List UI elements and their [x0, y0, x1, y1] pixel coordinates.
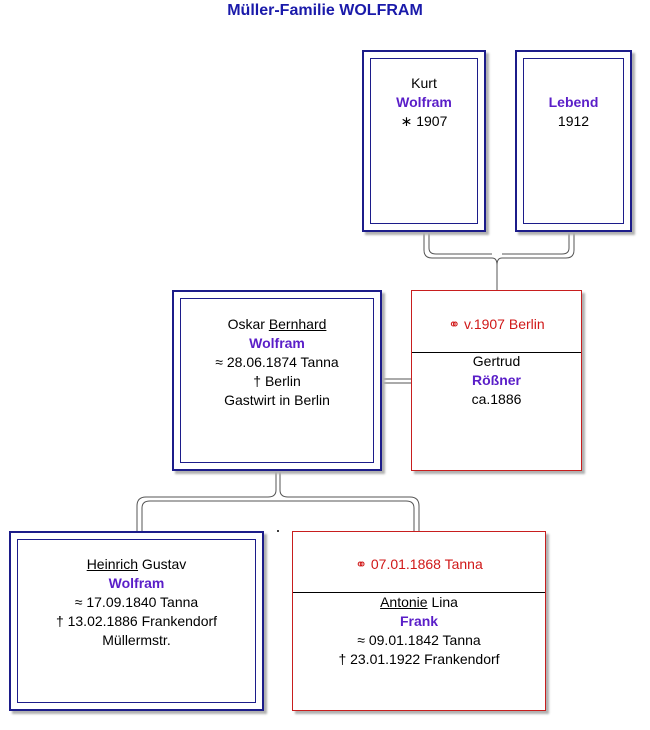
person-occupation: Gastwirt in Berlin	[224, 392, 330, 408]
marriage-date-place: 07.01.1868 Tanna	[370, 556, 483, 572]
person-given-name: Antonie Lina	[293, 593, 545, 612]
marriage-divider	[412, 352, 581, 353]
given-call: Bernhard	[268, 316, 327, 332]
person-occupation: Müllermstr.	[102, 632, 171, 648]
person-birth: ca.1886	[471, 391, 522, 407]
person-birth-year: 1912	[557, 113, 590, 129]
marriage-info: ⚭ 07.01.1868 Tanna	[293, 556, 545, 573]
person-birth: ≈ 09.01.1842 Tanna	[357, 632, 481, 648]
person-given-name: Gertrud	[472, 353, 521, 369]
person-card-kurt[interactable]: Kurt Wolfram ∗ 1907	[362, 50, 486, 232]
person-death: † 23.01.1922 Frankendorf	[338, 651, 500, 667]
marriage-divider	[293, 592, 545, 593]
person-given-name: Heinrich Gustav	[11, 555, 262, 574]
marriage-rings-icon: ⚭	[448, 316, 461, 332]
person-surname: Wolfram	[249, 335, 305, 351]
person-surname: Rößner	[472, 372, 521, 388]
person-birth: ≈ 28.06.1874 Tanna	[215, 354, 339, 370]
person-birth: ∗ 1907	[400, 113, 448, 129]
given-rest: Gustav	[138, 556, 187, 572]
given-call: Heinrich	[86, 556, 139, 572]
person-card-gertrud[interactable]: ⚭ v.1907 Berlin Gertrud Rößner ca.1886	[411, 290, 582, 471]
person-given-name: Oskar Bernhard	[174, 315, 380, 334]
person-card-lebend[interactable]: Lebend 1912	[515, 50, 632, 232]
given-call: Antonie	[380, 594, 428, 610]
given-rest: Lina	[427, 594, 458, 610]
marriage-info: ⚭ v.1907 Berlin	[412, 316, 581, 333]
marriage-rings-icon: ⚭	[355, 556, 367, 572]
given-first: Oskar	[227, 316, 269, 332]
person-surname: Wolfram	[396, 94, 452, 110]
person-birth: ≈ 17.09.1840 Tanna	[74, 594, 199, 610]
person-given-name: Kurt	[411, 75, 437, 91]
person-surname: Lebend	[548, 94, 599, 110]
marriage-date-place: v.1907 Berlin	[463, 316, 545, 332]
person-surname: Wolfram	[108, 575, 165, 591]
person-card-antonie[interactable]: ⚭ 07.01.1868 Tanna Antonie Lina Frank ≈ …	[292, 531, 546, 711]
person-card-oskar[interactable]: Oskar Bernhard Wolfram ≈ 28.06.1874 Tann…	[172, 290, 382, 471]
person-card-heinrich[interactable]: Heinrich Gustav Wolfram ≈ 17.09.1840 Tan…	[9, 531, 264, 711]
person-surname: Frank	[399, 613, 439, 629]
person-death: † Berlin	[253, 373, 301, 389]
page-title: Müller-Familie WOLFRAM	[227, 2, 423, 19]
person-death: † 13.02.1886 Frankendorf	[55, 613, 218, 629]
